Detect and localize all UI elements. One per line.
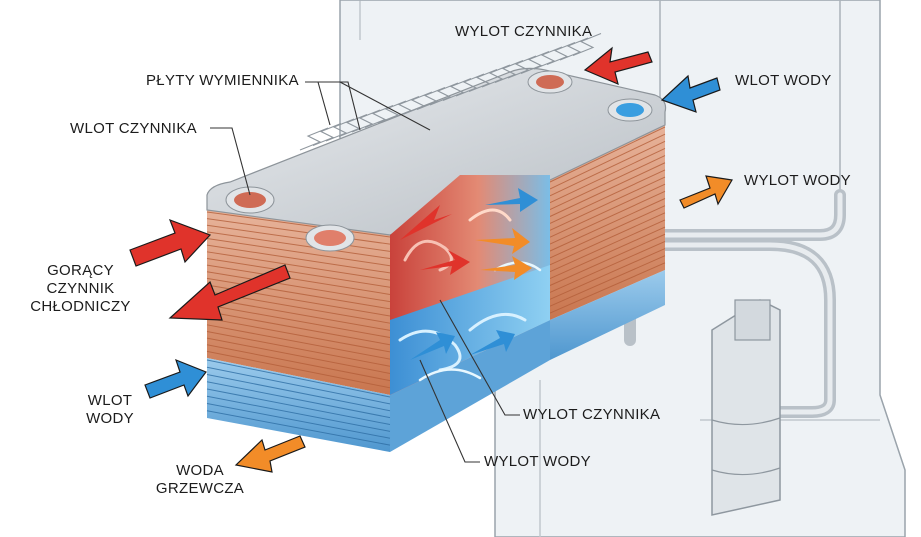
label-hot-refrigerant-line-1: GORĄCY xyxy=(47,262,114,279)
label-hot-refrigerant-line-2: CZYNNIK xyxy=(46,280,115,297)
label-water-inlet-left-line-1: WLOT xyxy=(87,392,133,409)
compressor xyxy=(711,299,781,516)
label-hot-refrigerant: GORĄCY CZYNNIK CHŁODNICZY xyxy=(18,262,143,316)
label-exchanger-plates: PŁYTY WYMIENNIKA xyxy=(146,72,299,89)
refrigerant-outlet-port xyxy=(305,224,355,252)
label-water-inlet-left-line-2: WODY xyxy=(86,410,134,427)
arrow-water-outlet-right xyxy=(679,175,733,209)
label-water-outlet-right: WYLOT WODY xyxy=(744,172,851,189)
water-inlet-port-top xyxy=(607,98,653,122)
label-refrigerant-outlet-top: WYLOT CZYNNIKA xyxy=(455,23,593,40)
label-heating-water: WODA GRZEWCZA xyxy=(150,462,250,498)
label-heating-water-line-2: GRZEWCZA xyxy=(155,480,245,497)
arrow-water-inlet-left xyxy=(144,358,207,399)
internal-flow-arrows xyxy=(400,188,538,360)
label-refrigerant-outlet-bottom: WYLOT CZYNNIKA xyxy=(523,406,661,423)
arrow-refrigerant-out-left xyxy=(168,264,291,321)
refrigerant-outlet-port-top xyxy=(527,70,573,94)
label-refrigerant-inlet: WLOT CZYNNIKA xyxy=(70,120,197,137)
label-heating-water-line-1: WODA xyxy=(176,462,224,479)
label-water-inlet-top: WLOT WODY xyxy=(735,72,832,89)
external-flow-arrows xyxy=(129,46,733,473)
heat-exchanger-body xyxy=(206,32,667,452)
refrigerant-inlet-port xyxy=(225,186,275,214)
arrow-water-inlet-top xyxy=(660,74,721,113)
arrow-refrigerant-outlet-top xyxy=(583,46,653,86)
label-water-inlet-left: WLOT WODY xyxy=(80,392,140,428)
arrow-hot-refrigerant-in xyxy=(129,218,212,267)
leader-lines xyxy=(210,81,520,463)
arrow-heating-water-out xyxy=(234,435,306,473)
label-hot-refrigerant-line-3: CHŁODNICZY xyxy=(30,298,131,315)
label-water-outlet-bottom: WYLOT WODY xyxy=(484,453,591,470)
